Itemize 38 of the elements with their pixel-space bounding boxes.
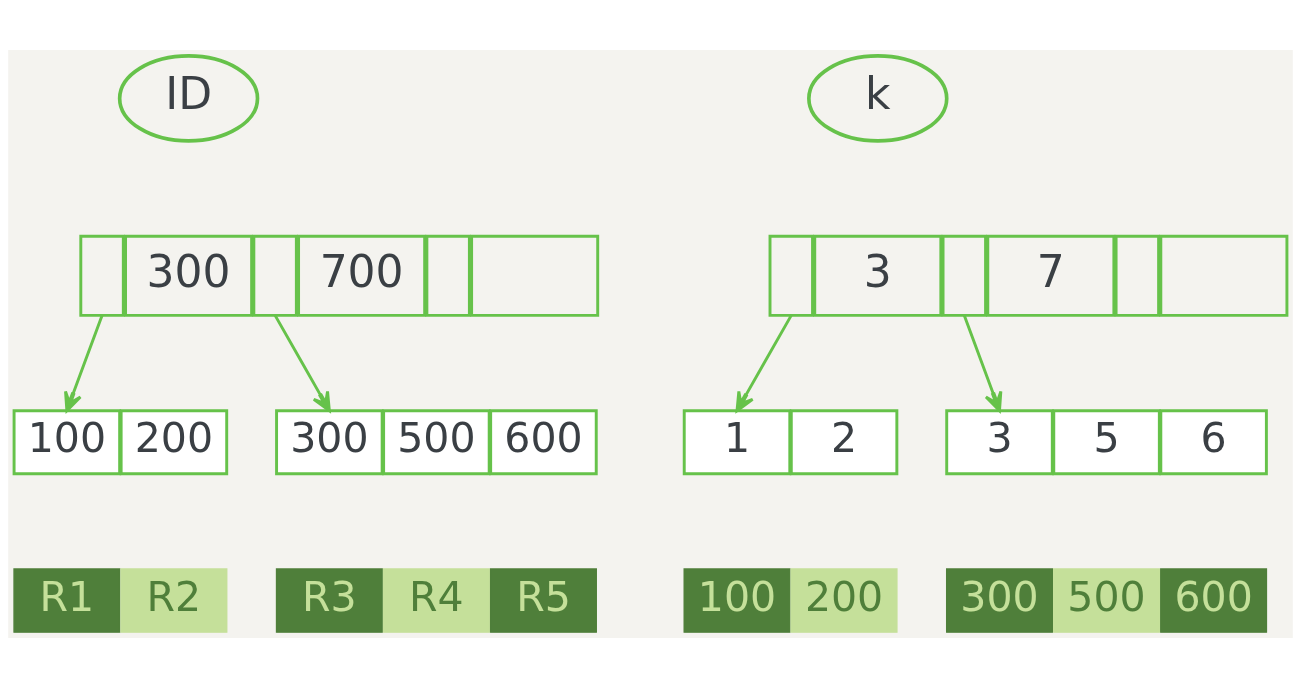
arrow — [273, 314, 331, 412]
node-box: 3 — [945, 408, 1054, 475]
node-box — [941, 234, 988, 317]
node-box: R4 — [382, 567, 490, 633]
arrow — [962, 314, 1003, 412]
node-box: 3 — [813, 234, 943, 317]
arrow — [64, 314, 104, 412]
node-ellipse: k — [807, 53, 949, 143]
node-box: 700 — [297, 234, 427, 317]
node-box: 200 — [790, 567, 898, 633]
node-box — [79, 234, 125, 317]
node-box: 200 — [119, 408, 229, 475]
node-box: 600 — [1160, 567, 1268, 633]
arrow — [735, 314, 793, 412]
node-box — [1159, 234, 1289, 317]
node-box — [1114, 234, 1161, 317]
node-box: 600 — [489, 408, 598, 475]
node-box: 100 — [12, 408, 122, 475]
node-box: 6 — [1159, 408, 1268, 475]
node-box: 500 — [382, 408, 491, 475]
node-box: 300 — [945, 567, 1054, 633]
node-box — [768, 234, 814, 317]
node-box: 5 — [1052, 408, 1161, 475]
node-box: 7 — [986, 234, 1116, 317]
node-box: 300 — [124, 234, 254, 317]
node-ellipse: ID — [117, 53, 260, 143]
node-box: R2 — [120, 567, 228, 633]
node-box — [252, 234, 298, 317]
node-box: R5 — [489, 567, 597, 633]
node-box: R1 — [13, 567, 121, 633]
node-box — [470, 234, 600, 317]
node-box: 1 — [682, 408, 792, 475]
node-box: 2 — [789, 408, 899, 475]
node-box: 100 — [683, 567, 791, 633]
node-box: 300 — [275, 408, 384, 475]
node-box: 500 — [1053, 567, 1161, 633]
node-box: R3 — [275, 567, 383, 633]
node-box — [425, 234, 471, 317]
